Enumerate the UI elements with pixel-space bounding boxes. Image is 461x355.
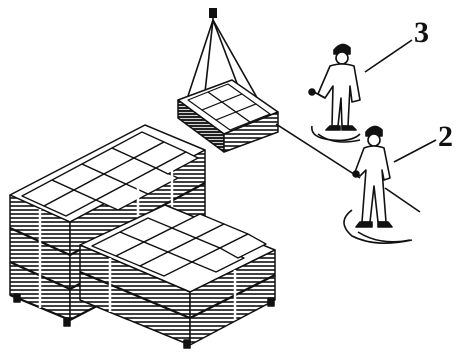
callout-3: 3 (365, 16, 429, 72)
callout-2: 2 (394, 120, 453, 162)
callout-3-leader (365, 40, 412, 72)
guide-rope (276, 124, 420, 212)
hook (209, 8, 217, 18)
pallet-stack (10, 125, 275, 348)
callout-2-leader (394, 140, 436, 162)
callout-2-label: 2 (438, 120, 453, 153)
worker-3 (309, 44, 360, 142)
suspended-pallet-load (178, 80, 278, 152)
worker-2 (344, 126, 412, 243)
callout-3-label: 3 (414, 16, 429, 49)
